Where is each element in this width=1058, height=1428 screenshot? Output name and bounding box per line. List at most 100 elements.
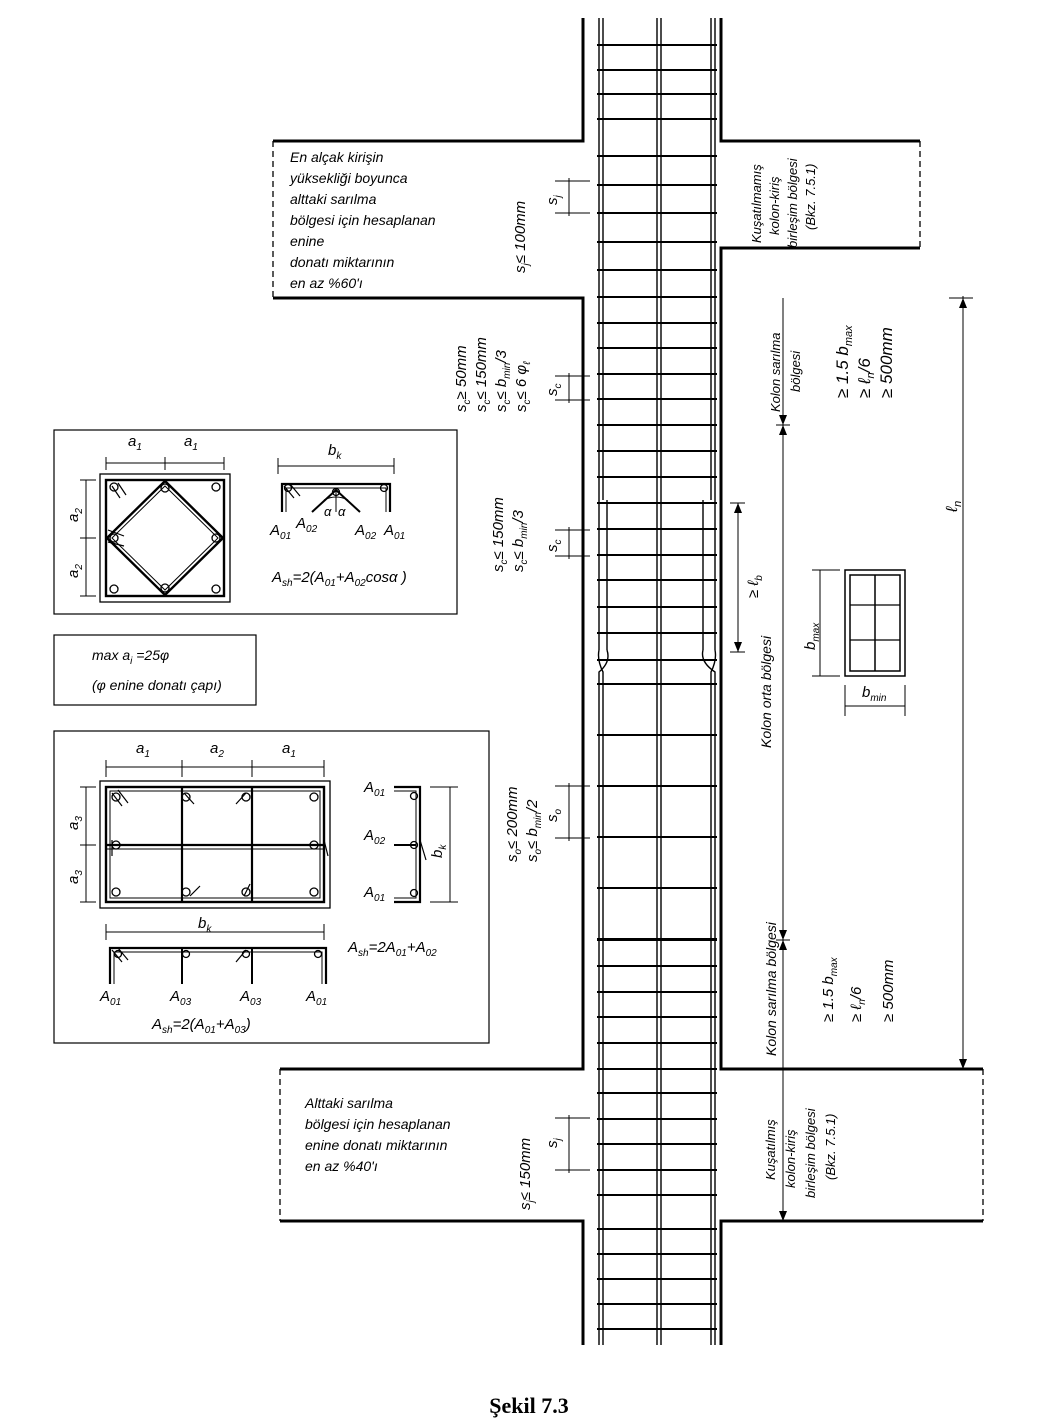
detail-1-bars (109, 482, 389, 594)
longitudinal-bars (597, 18, 717, 1345)
detail-2-A03-right: A03 (239, 988, 262, 1008)
sc-rule-2: sc≤ 150mm (473, 337, 493, 412)
detail-1-A02-right: A02 (354, 522, 377, 542)
detail-2-A01-b-right: A01 (305, 988, 327, 1008)
max-ai-note: (φ enine donatı çapı) (92, 677, 222, 693)
sj-top-symbol: sj (544, 195, 564, 206)
detail-1-a2-bottom: a2 (65, 564, 85, 578)
detail-2-a3-bottom: a3 (65, 870, 85, 884)
sj-top-label: sj≤ 100mm (512, 201, 532, 273)
sc-rule-3: sc≤ bmin/3 (493, 349, 513, 412)
small-column-section (812, 569, 906, 716)
detail-2-formula-bottom: Ash=2(A01+A03) (151, 1016, 251, 1036)
detail-1-a2-top: a2 (65, 508, 85, 522)
joint-bottom-line-2: kolon-kiriş (783, 1129, 798, 1188)
joint-top-line-1: Kuşatılmamış (749, 164, 764, 243)
detail-1-A02-left: A02 (295, 515, 318, 535)
detail-box-1 (53, 429, 458, 615)
sj-bottom-symbol: sj (544, 1138, 564, 1149)
top-note-line-7: en az %60'ı (290, 275, 363, 291)
detail-1-drawing (80, 457, 395, 603)
conf-top-req-1: ≥ 1.5 bmax (833, 325, 855, 398)
detail-2-formula-side: Ash=2A01+A02 (347, 939, 437, 959)
sc-top-dim (555, 373, 590, 403)
detail-1-a1-left: a1 (128, 433, 142, 453)
max-ai-rule: max ai =25φ (92, 647, 169, 667)
detail-2-A01-bottom: A01 (363, 884, 385, 904)
joint-bottom-line-1: Kuşatılmış (763, 1119, 778, 1180)
detail-2-a2: a2 (210, 740, 224, 760)
detail-1-A01-right: A01 (383, 522, 405, 542)
detail-2-a1-right: a1 (282, 740, 296, 760)
ln-label: ℓn (944, 501, 964, 513)
detail-2-A01-top: A01 (363, 779, 385, 799)
figure-caption: Şekil 7.3 (489, 1393, 568, 1418)
so-dim (555, 783, 590, 841)
bmax-label: bmax (802, 622, 822, 650)
conf-top-line-2: bölgesi (788, 350, 803, 392)
detail-1-alpha-left: α (324, 504, 332, 519)
sc-rule-1: sc≥ 50mm (453, 345, 473, 412)
so-symbol: so (544, 809, 564, 823)
detail-2-A01-b-left: A01 (99, 988, 121, 1008)
detail-2-a1-left: a1 (136, 740, 150, 760)
sj-bottom-dim (555, 1115, 590, 1173)
sc-rule-4: sc≤ 6 φℓ (513, 361, 533, 412)
bottom-note: Alttaki sarılma bölgesi için hesaplanan … (304, 1095, 451, 1174)
zone-arrows (734, 298, 967, 1221)
sc-mid-dim (555, 527, 590, 559)
sc-mid-symbol: sc (544, 540, 564, 553)
conf-bottom-req-3: ≥ 500mm (880, 960, 897, 1022)
joint-bottom-line-4: (Bkz. 7.5.1) (823, 1114, 838, 1180)
top-note-line-6: donatı miktarının (290, 254, 394, 270)
top-note: En alçak kirişin yüksekliği boyunca altt… (289, 149, 436, 291)
conf-bottom-req-2: ≥ ℓn/6 (848, 986, 868, 1022)
detail-2-drawing (80, 760, 458, 984)
detail-2-bk-side: bk (429, 844, 449, 858)
top-note-line-3: alttaki sarılma (290, 191, 377, 207)
beam-dashed-edges (272, 141, 984, 1221)
sj-top-dim (555, 178, 590, 216)
detail-box-2 (53, 730, 490, 1044)
detail-1-A01-left: A01 (269, 522, 291, 542)
detail-2-bk-bottom: bk (198, 915, 212, 935)
stirrups (597, 44, 717, 1330)
detail-2-a3-top: a3 (65, 816, 85, 830)
joint-top-line-3: birleşim bölgesi (785, 157, 800, 248)
zone-dimension-lines (730, 296, 973, 1222)
column-outline (273, 18, 983, 1345)
conf-top-req-3: ≥ 500mm (877, 327, 896, 398)
bottom-note-line-2: bölgesi için hesaplanan (305, 1116, 451, 1132)
conf-bottom-req-1: ≥ 1.5 bmax (820, 956, 840, 1022)
joint-top-line-4: (Bkz. 7.5.1) (803, 164, 818, 230)
detail-1-a1-right: a1 (184, 433, 198, 453)
bottom-note-line-4: en az %40'ı (305, 1158, 378, 1174)
top-note-line-2: yüksekliği boyunca (289, 170, 408, 186)
sj-bottom-label: sj≤ 150mm (517, 1138, 537, 1210)
detail-1-alpha-right: α (338, 504, 346, 519)
top-note-line-5: enine (290, 233, 324, 249)
joint-top-line-2: kolon-kiriş (767, 176, 782, 235)
lb-label: ≥ ℓb (745, 575, 765, 598)
so-rule-2: so≤ bmin/2 (524, 799, 544, 862)
bottom-note-line-3: enine donatı miktarının (305, 1137, 448, 1153)
max-ai-box (53, 634, 257, 706)
sc-top-symbol: sc (544, 384, 564, 397)
detail-2-A02: A02 (363, 827, 386, 847)
conf-top-line-1: Kolon sarılma (768, 333, 783, 412)
bottom-note-line-1: Alttaki sarılma (304, 1095, 393, 1111)
detail-1-formula: Ash=2(A01+A02cosα ) (271, 569, 407, 589)
detail-1-bk: bk (328, 442, 342, 462)
top-note-line-4: bölgesi için hesaplanan (290, 212, 436, 228)
conf-top-req-2: ≥ ℓn/6 (855, 358, 877, 398)
detail-2-bars (111, 791, 419, 959)
middle-zone-label: Kolon orta bölgesi (758, 635, 774, 748)
so-rule-1: so≤ 200mm (504, 787, 524, 862)
joint-bottom-line-3: birleşim bölgesi (803, 1107, 818, 1198)
detail-2-A03-left: A03 (169, 988, 192, 1008)
sc-mid-rule-2: sc≤ bmin/3 (510, 509, 530, 572)
top-note-line-1: En alçak kirişin (290, 149, 384, 165)
sc-mid-rule-1: sc≤ 150mm (490, 497, 510, 572)
conf-bottom-label: Kolon sarılma bölgesi (763, 921, 779, 1056)
